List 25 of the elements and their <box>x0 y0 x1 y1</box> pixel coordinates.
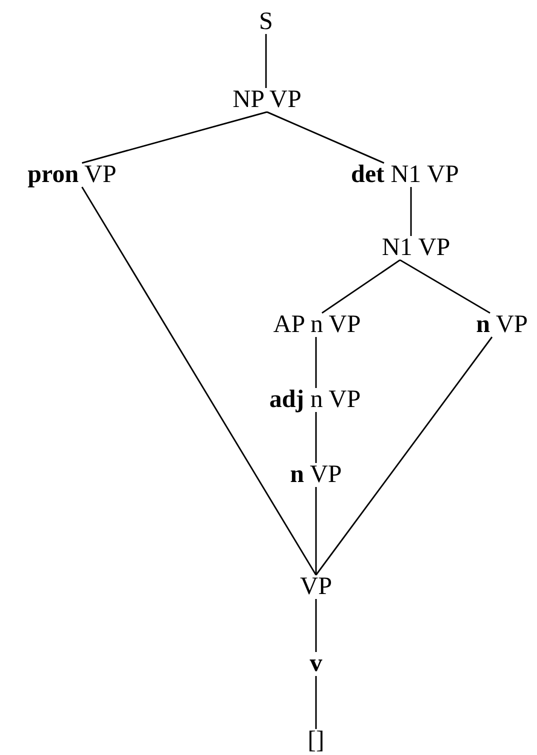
tree-node-label: VP <box>300 573 332 601</box>
tree-node-label: [] <box>308 727 324 755</box>
tree-branch <box>315 337 317 388</box>
tree-branch <box>315 336 493 576</box>
tree-node-label: v <box>310 650 322 678</box>
tree-branch <box>315 487 317 575</box>
tree-node-label: S <box>259 8 273 36</box>
tree-branch <box>322 259 400 314</box>
tree-branch <box>265 34 267 88</box>
tree-node-label: NP VP <box>232 86 302 114</box>
tree-branch <box>315 599 317 652</box>
tree-node-label: N1 VP <box>382 234 450 262</box>
tree-branch <box>410 187 412 236</box>
tree-node-label: AP n VP <box>273 311 361 339</box>
tree-node-label: n VP <box>290 461 342 489</box>
tree-node-label: adj n VP <box>269 386 361 414</box>
tree-branch <box>315 412 317 463</box>
tree-branch <box>315 676 317 729</box>
tree-node-label: det N1 VP <box>351 161 459 189</box>
tree-branch <box>82 111 268 164</box>
tree-branch <box>400 259 490 314</box>
tree-branch <box>266 111 384 164</box>
tree-node-label: n VP <box>476 311 528 339</box>
tree-node-label: pron VP <box>28 161 116 189</box>
tree-branch <box>81 186 317 576</box>
